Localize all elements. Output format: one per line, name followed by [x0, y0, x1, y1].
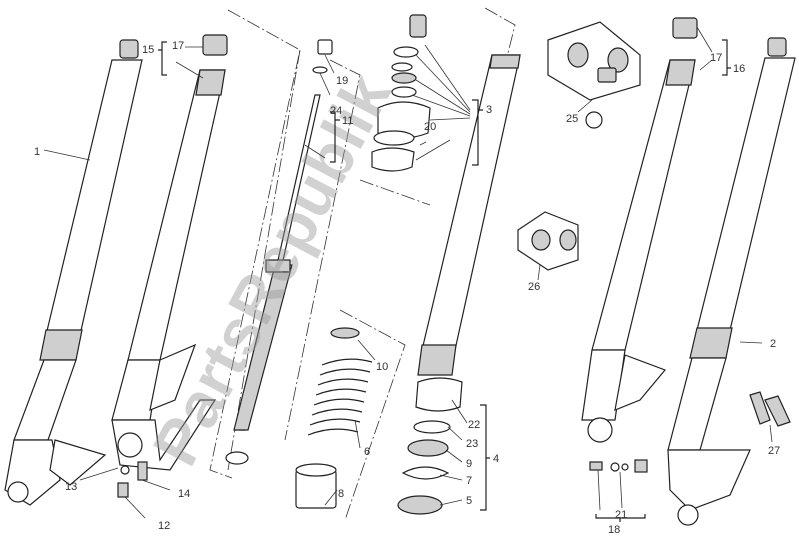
outer-tube-right — [581, 17, 698, 443]
clamps — [517, 21, 641, 271]
label-2: 2 — [770, 338, 776, 350]
gear-icon — [585, 111, 603, 129]
label-21: 21 — [615, 509, 627, 521]
label-5: 5 — [466, 495, 472, 507]
label-20: 20 — [424, 121, 436, 133]
label-4: 4 — [493, 453, 499, 465]
label-16: 16 — [733, 63, 745, 75]
fork-leg-left — [4, 39, 143, 506]
small-hardware — [117, 391, 791, 498]
outer-tube-left — [111, 34, 228, 471]
label-14: 14 — [178, 488, 190, 500]
fork-cap — [119, 39, 139, 59]
label-23: 23 — [466, 438, 478, 450]
cartridge-cap-kit — [371, 14, 431, 172]
label-6: 6 — [364, 446, 370, 458]
damper-rod — [225, 39, 333, 465]
label-17-right: 17 — [710, 52, 722, 64]
label-26: 26 — [528, 281, 540, 293]
label-17-left: 17 — [172, 40, 184, 52]
label-18: 18 — [608, 524, 620, 536]
label-7: 7 — [466, 475, 472, 487]
fork-leg-right — [667, 37, 796, 526]
inner-tube-middle — [397, 54, 521, 515]
label-25: 25 — [566, 113, 578, 125]
label-15: 15 — [142, 44, 154, 56]
label-24: 24 — [330, 105, 342, 117]
label-10: 10 — [376, 361, 388, 373]
fork-spring — [295, 327, 373, 509]
label-12: 12 — [158, 520, 170, 532]
label-3: 3 — [486, 104, 492, 116]
part-number-labels: 1 2 3 4 5 6 7 8 9 10 11 12 13 14 15 16 1… — [34, 40, 780, 536]
label-8: 8 — [338, 488, 344, 500]
label-27: 27 — [768, 445, 780, 457]
leader-lines — [43, 26, 773, 522]
assembly-lines — [209, 7, 516, 521]
label-11: 11 — [342, 115, 353, 127]
label-1: 1 — [34, 146, 40, 158]
bushing-17 — [202, 34, 228, 56]
label-19: 19 — [336, 75, 348, 87]
label-13: 13 — [65, 481, 77, 493]
label-22: 22 — [468, 419, 480, 431]
label-9: 9 — [466, 458, 472, 470]
